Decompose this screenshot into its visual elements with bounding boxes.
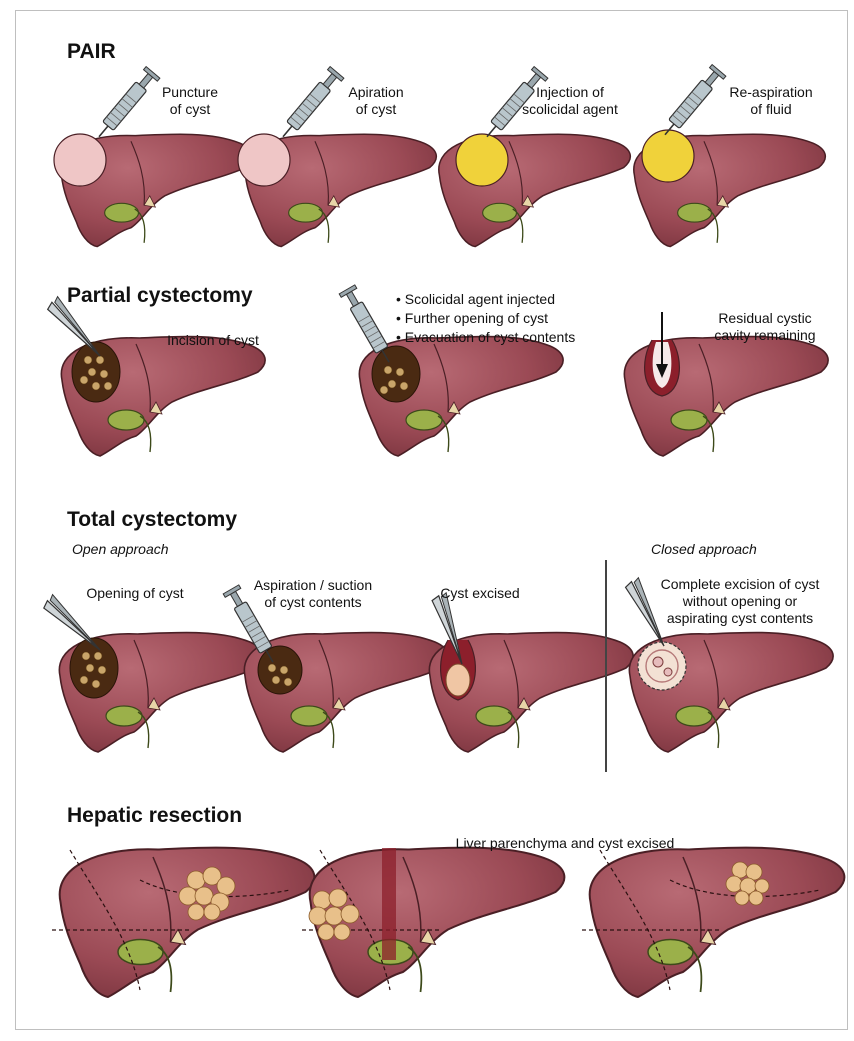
total-step-1-label: Opening of cyst [70, 585, 200, 602]
total-liver-4 [629, 632, 833, 752]
open-approach-label: Open approach [72, 541, 169, 557]
total-liver-3 [429, 632, 633, 752]
pair-liver-4 [634, 130, 826, 247]
partial-liver-3 [624, 336, 828, 456]
pair-title: PAIR [67, 40, 116, 64]
hepatic-liver-2 [302, 848, 564, 997]
total-cystectomy-title: Total cystectomy [67, 508, 237, 532]
pair-liver-1 [54, 134, 252, 247]
closed-approach-label: Closed approach [651, 541, 757, 557]
partial-step-2-bullets: Scolicidal agent injected Further openin… [396, 290, 575, 347]
total-step-3-label: Cyst excised [425, 585, 535, 602]
total-liver-2 [244, 632, 448, 752]
bullet-item: Evacuation of cyst contents [396, 328, 575, 347]
total-liver-1 [59, 632, 263, 752]
hepatic-resection-title: Hepatic resection [67, 804, 242, 828]
pair-liver-2 [238, 134, 436, 247]
hepatic-liver-1 [52, 848, 314, 997]
bullet-item: Further opening of cyst [396, 309, 575, 328]
partial-cystectomy-title: Partial cystectomy [67, 284, 253, 308]
hepatic-liver-3 [582, 848, 844, 997]
bullet-item: Scolicidal agent injected [396, 290, 575, 309]
partial-liver-2 [359, 336, 563, 456]
hepatic-caption: Liver parenchyma and cyst excised [420, 835, 710, 852]
partial-step-1-label: Incision of cyst [148, 332, 278, 349]
partial-liver-1 [61, 336, 265, 456]
pair-liver-3 [439, 134, 631, 247]
